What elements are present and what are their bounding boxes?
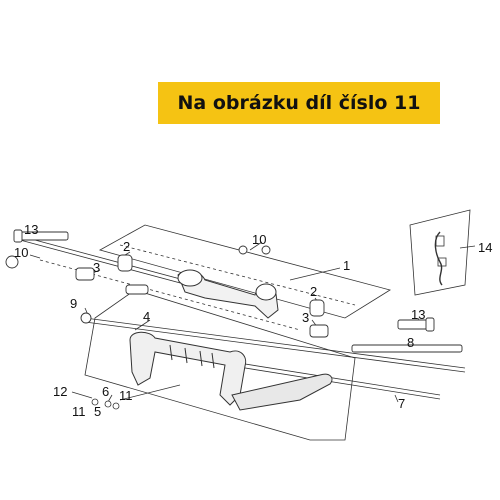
callout-11-left: 11: [72, 404, 86, 419]
callout-6: 6: [102, 384, 109, 399]
callout-5: 5: [94, 404, 101, 419]
callout-4: 4: [143, 309, 150, 324]
banner-text: Na obrázku díl číslo 11: [177, 92, 421, 114]
callout-2-right: 2: [310, 284, 317, 299]
callout-12: 12: [53, 384, 67, 399]
callout-14: 14: [478, 240, 492, 255]
callout-11-right: 11: [119, 388, 133, 403]
callout-10-top: 10: [252, 232, 266, 247]
part-number-banner: Na obrázku díl číslo 11: [158, 82, 440, 124]
callout-8: 8: [407, 335, 414, 350]
callout-3-left: 3: [93, 260, 100, 275]
callout-13-right: 13: [411, 307, 425, 322]
callout-10-left: 10: [14, 245, 28, 260]
callout-13-left: 13: [24, 222, 38, 237]
callout-7: 7: [398, 396, 405, 411]
callout-3-right: 3: [302, 310, 309, 325]
callout-9: 9: [70, 296, 77, 311]
callout-2-left: 2: [123, 239, 130, 254]
callout-1: 1: [343, 258, 350, 273]
